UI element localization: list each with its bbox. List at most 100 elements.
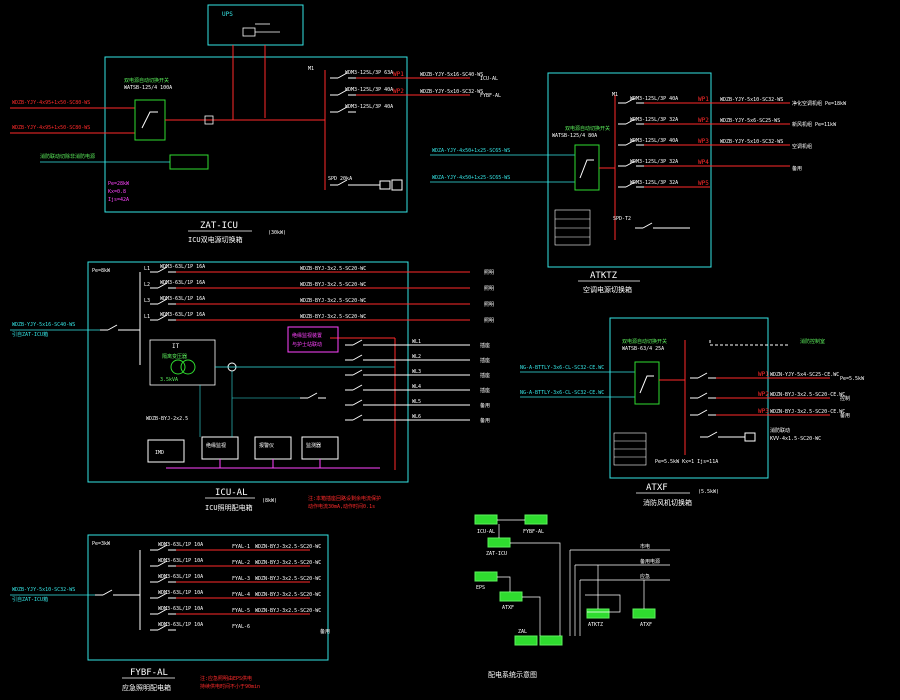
svg-text:插座: 插座 [480, 342, 490, 349]
ups-box-label: UPS [222, 11, 233, 18]
svg-text:WDM3-125L/3P 32A: WDM3-125L/3P 32A [630, 180, 678, 186]
svg-text:双电源自动切换开关: 双电源自动切换开关 [565, 125, 610, 132]
circuit-label: WP1 [393, 71, 404, 78]
atktz-circuits: WP1 WP2 WP3 WP4 WP5 WDM3-125L/3P 40A WDM… [617, 96, 847, 188]
svg-text:持续供电时间不小于90min: 持续供电时间不小于90min [200, 683, 260, 690]
svg-text:FYAL-4: FYAL-4 [232, 592, 250, 598]
svg-text:(5.5kW): (5.5kW) [698, 489, 719, 495]
svg-text:WDZB-BYJ-2x2.5: WDZB-BYJ-2x2.5 [146, 416, 188, 422]
svg-text:WP3: WP3 [698, 138, 709, 145]
svg-text:IMD: IMD [155, 450, 164, 456]
svg-text:绝缘监视: 绝缘监视 [206, 442, 226, 449]
svg-text:WDM3-125L/3P 32A: WDM3-125L/3P 32A [630, 117, 678, 123]
fybf-al-circuits: FYAL-1 FYAL-2 FYAL-3 FYAL-4 FYAL-5 FYAL-… [149, 542, 330, 635]
svg-text:WDZN-BYJ-3x2.5-SC20-WC: WDZN-BYJ-3x2.5-SC20-WC [255, 576, 321, 582]
svg-text:新风机组 Pe=11kW: 新风机组 Pe=11kW [792, 121, 837, 128]
svg-text:FYAL-3: FYAL-3 [232, 576, 250, 582]
svg-text:WATSB-63/4 25A: WATSB-63/4 25A [622, 346, 664, 352]
svg-text:Pe=3kW: Pe=3kW [92, 541, 111, 547]
svg-text:引自ZAT-ICU箱: 引自ZAT-ICU箱 [12, 596, 48, 603]
svg-text:WDZB-YJY-5x10-SC32-WS: WDZB-YJY-5x10-SC32-WS [720, 139, 783, 145]
svg-text:WDM3-125L/3P 40A: WDM3-125L/3P 40A [345, 104, 393, 110]
svg-text:ZAT-ICU: ZAT-ICU [486, 551, 507, 557]
svg-text:L1: L1 [144, 314, 150, 320]
svg-text:WDZB-YJY-5x6-SC25-WS: WDZB-YJY-5x6-SC25-WS [720, 118, 780, 124]
svg-text:插座: 插座 [480, 372, 490, 379]
svg-text:WDM3-125L/3P 40A: WDM3-125L/3P 40A [630, 138, 678, 144]
panel-subtitle: 空调电源切换箱 [583, 285, 632, 294]
svg-text:WP1: WP1 [758, 371, 769, 378]
svg-text:WDM3-63L/1P 10A: WDM3-63L/1P 10A [158, 622, 203, 628]
svg-text:照明: 照明 [484, 286, 494, 292]
svg-text:与护士站联动: 与护士站联动 [292, 341, 322, 348]
svg-text:WDM3-63L/1P 10A: WDM3-63L/1P 10A [158, 558, 203, 564]
svg-text:WDZB-YJY-5x16-SC40-WS: WDZB-YJY-5x16-SC40-WS [420, 72, 483, 78]
svg-text:Pe=28kW: Pe=28kW [108, 181, 130, 187]
panel-title: ICU-AL [215, 488, 248, 498]
svg-text:WDM3-63L/1P 16A: WDM3-63L/1P 16A [160, 264, 205, 270]
svg-text:WL4: WL4 [412, 384, 421, 390]
svg-text:WDM3-63L/1P 10A: WDM3-63L/1P 10A [158, 542, 203, 548]
svg-text:Kx=0.8: Kx=0.8 [108, 189, 126, 195]
svg-text:WDZN-BYJ-3x2.5-SC20-CE.WC: WDZN-BYJ-3x2.5-SC20-CE.WC [770, 392, 845, 398]
svg-text:市电: 市电 [640, 543, 650, 550]
svg-text:消防联动切除非消防电源: 消防联动切除非消防电源 [40, 153, 95, 160]
svg-text:FYAL-1: FYAL-1 [232, 544, 250, 550]
svg-text:插座: 插座 [480, 387, 490, 394]
svg-text:L3: L3 [144, 298, 150, 304]
svg-text:FYBF-AL: FYBF-AL [523, 529, 544, 535]
panel-subtitle: 消防风机切换箱 [643, 498, 692, 507]
svg-text:WDM3-63L/1P 10A: WDM3-63L/1P 10A [158, 590, 203, 596]
svg-text:WDM3-63L/1P 16A: WDM3-63L/1P 16A [160, 312, 205, 318]
svg-text:注:本箱插座回路设剩余电流保护: 注:本箱插座回路设剩余电流保护 [308, 495, 381, 502]
svg-text:WL2: WL2 [412, 354, 421, 360]
svg-text:照明: 照明 [484, 270, 494, 276]
svg-text:WDZA-YJY-4x50+1x25-SC65-WS: WDZA-YJY-4x50+1x25-SC65-WS [432, 175, 510, 181]
icu-al-monitors: IMD 绝缘监视 报警仪 监测器 [147, 371, 380, 469]
svg-text:FYBF-AL: FYBF-AL [480, 93, 501, 99]
svg-text:WDZB-YJY-5x16-SC40-WS: WDZB-YJY-5x16-SC40-WS [12, 322, 75, 328]
riser-diagram: ICU-AL FYBF-AL ZAT-ICU ATKTZ ATXF ZAL 市电… [474, 514, 670, 679]
svg-text:备用: 备用 [792, 165, 802, 172]
svg-text:备用: 备用 [840, 412, 850, 419]
svg-text:M1: M1 [308, 66, 314, 72]
svg-text:WDZN-BYJ-3x2.5-SC20-WC: WDZN-BYJ-3x2.5-SC20-WC [255, 560, 321, 566]
svg-text:WDZN-BYJ-3x2.5-SC20-WC: WDZN-BYJ-3x2.5-SC20-WC [255, 544, 321, 550]
svg-text:备用: 备用 [480, 417, 490, 424]
svg-text:ATKTZ: ATKTZ [588, 622, 603, 628]
svg-text:WDZB-BYJ-3x2.5-SC20-WC: WDZB-BYJ-3x2.5-SC20-WC [300, 298, 366, 304]
svg-text:WDZB-YJY-5x10-SC32-WS: WDZB-YJY-5x10-SC32-WS [12, 587, 75, 593]
svg-text:Ijs=42A: Ijs=42A [108, 197, 129, 203]
panel-icu-al: WDZB-YJY-5x16-SC40-WS 引自ZAT-ICU箱 L1 L2 L… [10, 261, 494, 512]
svg-text:Pe=5.5kW Kx=1 Ijs=11A: Pe=5.5kW Kx=1 Ijs=11A [655, 459, 718, 465]
svg-text:Pe=8kW: Pe=8kW [92, 268, 111, 274]
panel-atktz: WDZA-YJY-4x50+1x25-SC65-WS WDZA-YJY-4x50… [430, 72, 847, 294]
svg-text:WP2: WP2 [758, 391, 769, 398]
zat-icu-circuits: WP1 WDM3-125L/3P 63A WP2 WDM3-125L/3P 40… [329, 70, 501, 113]
panel-title: FYBF-AL [130, 668, 168, 678]
svg-text:(30kW): (30kW) [268, 230, 286, 236]
riser-title: 配电系统示意图 [488, 670, 537, 679]
svg-text:WP2: WP2 [698, 117, 709, 124]
svg-text:WDZB-YJY-4x95+1x50-SC80-WS: WDZB-YJY-4x95+1x50-SC80-WS [12, 100, 90, 106]
svg-text:Pe=5.5kW: Pe=5.5kW [840, 376, 865, 382]
svg-text:WL6: WL6 [412, 414, 421, 420]
svg-text:WDZN-BYJ-3x2.5-SC20-WC: WDZN-BYJ-3x2.5-SC20-WC [255, 592, 321, 598]
panel-title: ZAT-ICU [200, 221, 238, 231]
svg-text:WATSB-125/4 100A: WATSB-125/4 100A [124, 85, 172, 91]
svg-text:照明: 照明 [484, 302, 494, 308]
svg-text:SPD-T2: SPD-T2 [613, 216, 631, 222]
svg-text:WDM3-125L/3P 63A: WDM3-125L/3P 63A [345, 70, 393, 76]
svg-text:双电源自动切换开关: 双电源自动切换开关 [124, 77, 169, 84]
panel-fybf-al: WDZB-YJY-5x10-SC32-WS 引自ZAT-ICU箱 FYAL-1 … [10, 534, 330, 692]
svg-text:插座: 插座 [480, 357, 490, 364]
svg-text:双电源自动切换开关: 双电源自动切换开关 [622, 338, 667, 345]
svg-text:WL1: WL1 [412, 339, 421, 345]
panel-subtitle: ICU双电源切换箱 [188, 235, 243, 244]
svg-text:FYAL-6: FYAL-6 [232, 624, 250, 630]
circuit-label: WP2 [393, 88, 404, 95]
svg-text:NG-A-BTTLY-3x6-CL-SC32-CE.WC: NG-A-BTTLY-3x6-CL-SC32-CE.WC [520, 390, 604, 396]
svg-text:WATSB-125/4 80A: WATSB-125/4 80A [552, 133, 597, 139]
svg-text:ATXF: ATXF [502, 605, 514, 611]
svg-text:应急: 应急 [640, 573, 650, 580]
